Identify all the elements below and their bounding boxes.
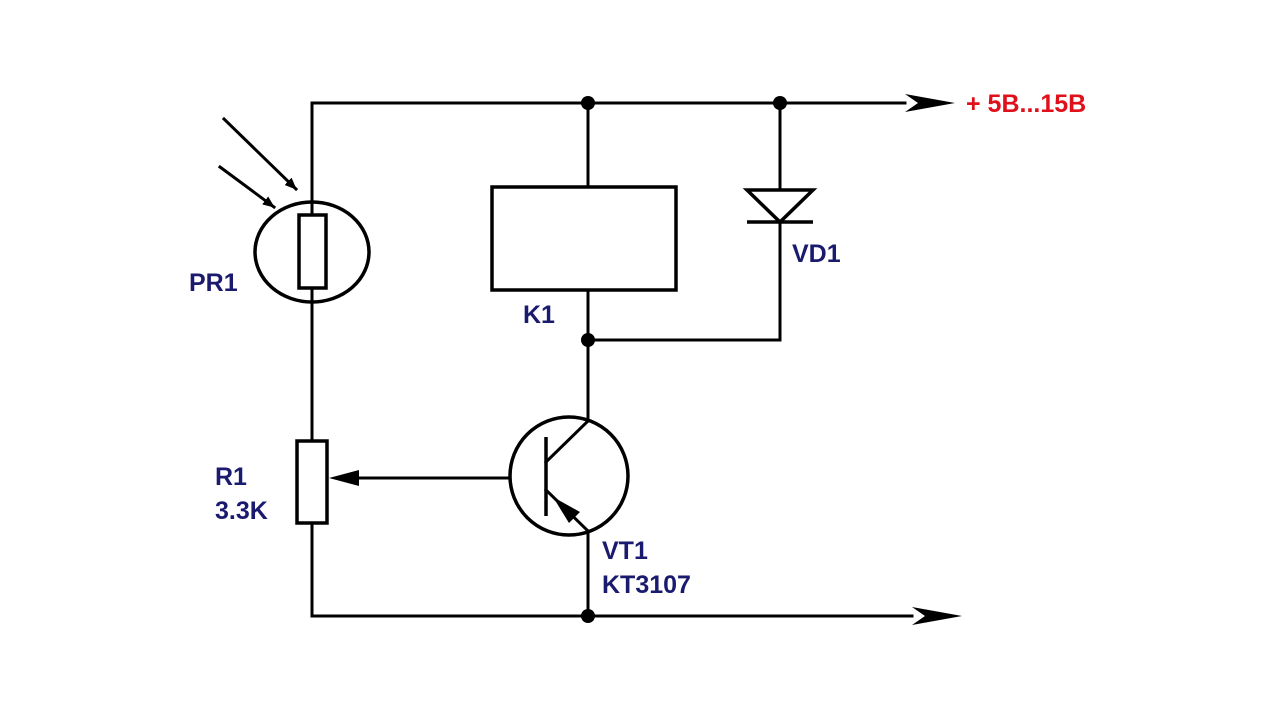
diode-label: VD1 bbox=[792, 240, 841, 268]
relay-coil-k1 bbox=[490, 185, 678, 292]
photoresistor-pr1 bbox=[217, 116, 371, 304]
transistor-vt1 bbox=[508, 338, 630, 618]
relay-label: K1 bbox=[523, 301, 555, 329]
light-ray-arrow-icon bbox=[217, 164, 277, 210]
supply-arrow-icon bbox=[905, 94, 955, 112]
diode-vd1 bbox=[586, 101, 818, 342]
resistor-value-label: 3.3K bbox=[215, 497, 268, 525]
collector-wire bbox=[543, 418, 591, 465]
junction-dot bbox=[581, 333, 595, 347]
transistor-envelope bbox=[508, 415, 630, 537]
emitter-arrow-icon bbox=[553, 497, 580, 523]
junction-dot bbox=[581, 609, 595, 623]
ground-arrow-icon bbox=[912, 607, 962, 625]
junction-dot bbox=[773, 96, 787, 110]
photoresistor-body bbox=[297, 213, 328, 290]
transistor-type-label: KT3107 bbox=[602, 571, 691, 599]
resistor-name-label: R1 bbox=[215, 463, 247, 491]
transistor-name-label: VT1 bbox=[602, 537, 648, 565]
resistor-body bbox=[295, 439, 329, 525]
resistor-r1 bbox=[295, 439, 510, 525]
supply-voltage-label: + 5B...15B bbox=[966, 90, 1086, 118]
photoresistor-envelope bbox=[253, 200, 371, 304]
junction-dot bbox=[581, 96, 595, 110]
photoresistor-label: PR1 bbox=[189, 269, 238, 297]
wiper-arrow-icon bbox=[329, 470, 359, 486]
diode-triangle-icon bbox=[742, 188, 818, 225]
light-ray-arrow-icon bbox=[221, 116, 299, 192]
